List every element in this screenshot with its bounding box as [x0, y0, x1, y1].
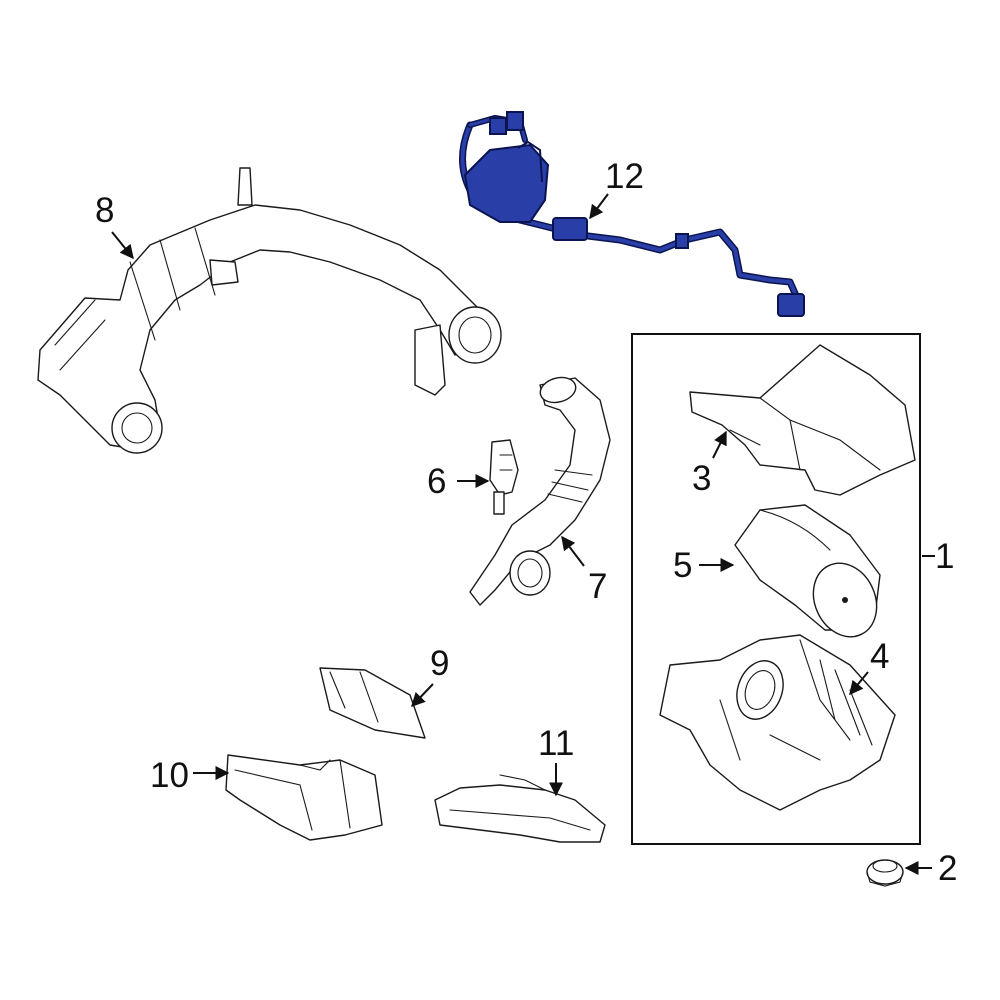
part-2-grommet[interactable]: [866, 859, 904, 887]
callout-2: 2: [938, 849, 957, 888]
leader-9: [411, 683, 434, 708]
callout-8: 8: [95, 191, 114, 230]
part-9-duct-panel[interactable]: [319, 667, 426, 739]
callout-7: 7: [588, 567, 607, 606]
leader-4: [849, 671, 869, 696]
callout-1: 1: [935, 537, 954, 576]
part-5-air-filter[interactable]: [734, 504, 888, 647]
callout-11: 11: [538, 724, 574, 763]
callout-6: 6: [427, 462, 446, 501]
callout-4: 4: [870, 637, 889, 676]
leader-7: [561, 535, 585, 567]
part-8-intake-tube[interactable]: [37, 167, 502, 454]
part-7-air-duct[interactable]: [469, 374, 611, 606]
callout-12: 12: [605, 157, 644, 196]
callout-3: 3: [692, 459, 711, 498]
part-10-inlet-duct[interactable]: [225, 754, 383, 841]
part-4-air-cleaner-housing[interactable]: [659, 634, 896, 811]
part-3-air-cleaner-cover[interactable]: [689, 344, 916, 496]
part-6-sensor[interactable]: [489, 439, 519, 515]
part-12-wiring-harness[interactable]: [459, 111, 805, 317]
callout-5: 5: [673, 546, 692, 585]
callout-10: 10: [150, 756, 189, 795]
leader-8: [111, 231, 134, 260]
leader-3: [712, 430, 727, 459]
callout-9: 9: [430, 644, 449, 683]
part-11-deflector[interactable]: [434, 774, 606, 843]
leader-12: [589, 193, 609, 220]
assembly-group-box: [631, 333, 921, 845]
